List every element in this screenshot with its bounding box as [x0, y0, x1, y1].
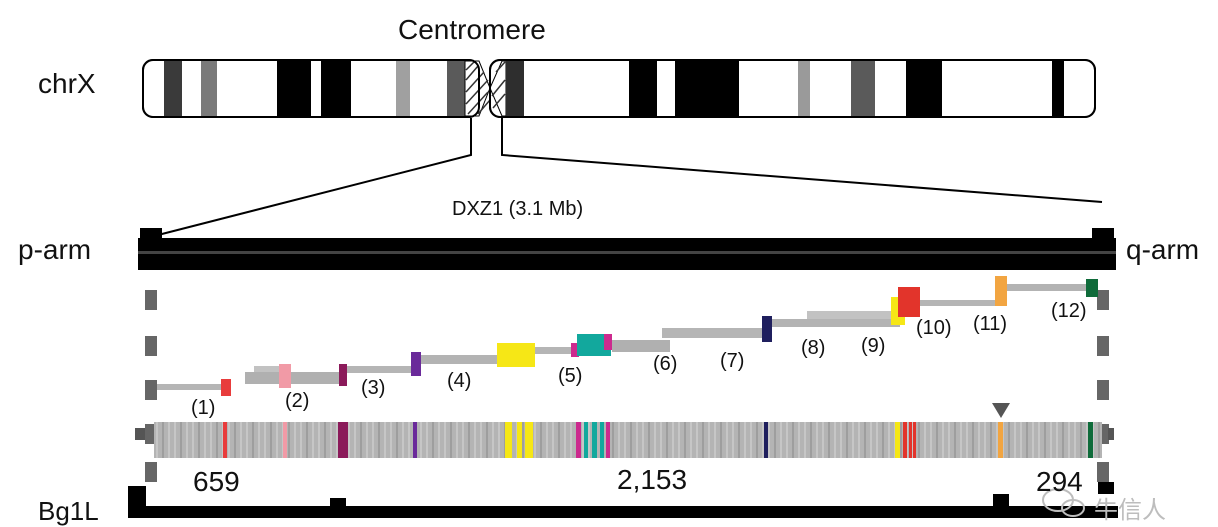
- segment-label-5: (5): [558, 365, 582, 387]
- q-arm-label: q-arm: [1126, 234, 1200, 265]
- segment-label-10: (10): [916, 317, 952, 339]
- segment-7-marker: [762, 316, 772, 342]
- bottom-label: Bg1L: [38, 496, 99, 526]
- segment-label-12: (12): [1051, 300, 1087, 322]
- centromere-hatch: [464, 60, 507, 117]
- zoom-lines: [157, 118, 1103, 236]
- segment-label-9: (9): [861, 335, 885, 357]
- segment-1-marker: [221, 379, 231, 396]
- consensus-bar: [135, 403, 1114, 458]
- segment-10-marker: [898, 287, 920, 317]
- count-middle: 2,153: [617, 464, 688, 495]
- segment-labels: (1) (2) (3) (4) (5) (6) (7) (8) (9) (10)…: [191, 300, 1087, 419]
- segment-2-marker: [279, 364, 291, 388]
- segment-label-2: (2): [285, 390, 309, 412]
- arrowhead-marker: [992, 403, 1010, 418]
- segment-4-marker: [411, 352, 421, 376]
- array-bar: [138, 228, 1116, 270]
- segment-label-3: (3): [361, 377, 385, 399]
- count-left: 659: [193, 466, 240, 497]
- segment-label-11: (11): [973, 313, 1007, 335]
- segment-3-marker: [339, 364, 347, 386]
- segment-5-marker: [497, 343, 535, 367]
- diagram-title: Centromere: [398, 14, 546, 45]
- array-label: DXZ1 (3.1 Mb): [452, 198, 584, 220]
- watermark: 牛信人: [1094, 497, 1166, 524]
- segment-label-6: (6): [653, 353, 677, 375]
- count-right: 294: [1036, 466, 1083, 497]
- alignment-staircase: [157, 284, 1094, 390]
- segment-label-4: (4): [447, 370, 471, 392]
- chromosome-ideogram: [142, 59, 1096, 118]
- p-arm-label: p-arm: [18, 234, 92, 265]
- segment-6-marker: [577, 334, 611, 356]
- wechat-icon: [1042, 488, 1085, 517]
- segment-markers: [221, 276, 1098, 396]
- chromosome-label: chrX: [38, 68, 96, 99]
- segment-label-1: (1): [191, 397, 215, 419]
- segment-12-marker: [1086, 279, 1098, 297]
- segment-11-marker: [995, 276, 1007, 306]
- segment-label-8: (8): [801, 337, 825, 359]
- segment-label-7: (7): [720, 350, 744, 372]
- bottom-track: [128, 482, 1118, 518]
